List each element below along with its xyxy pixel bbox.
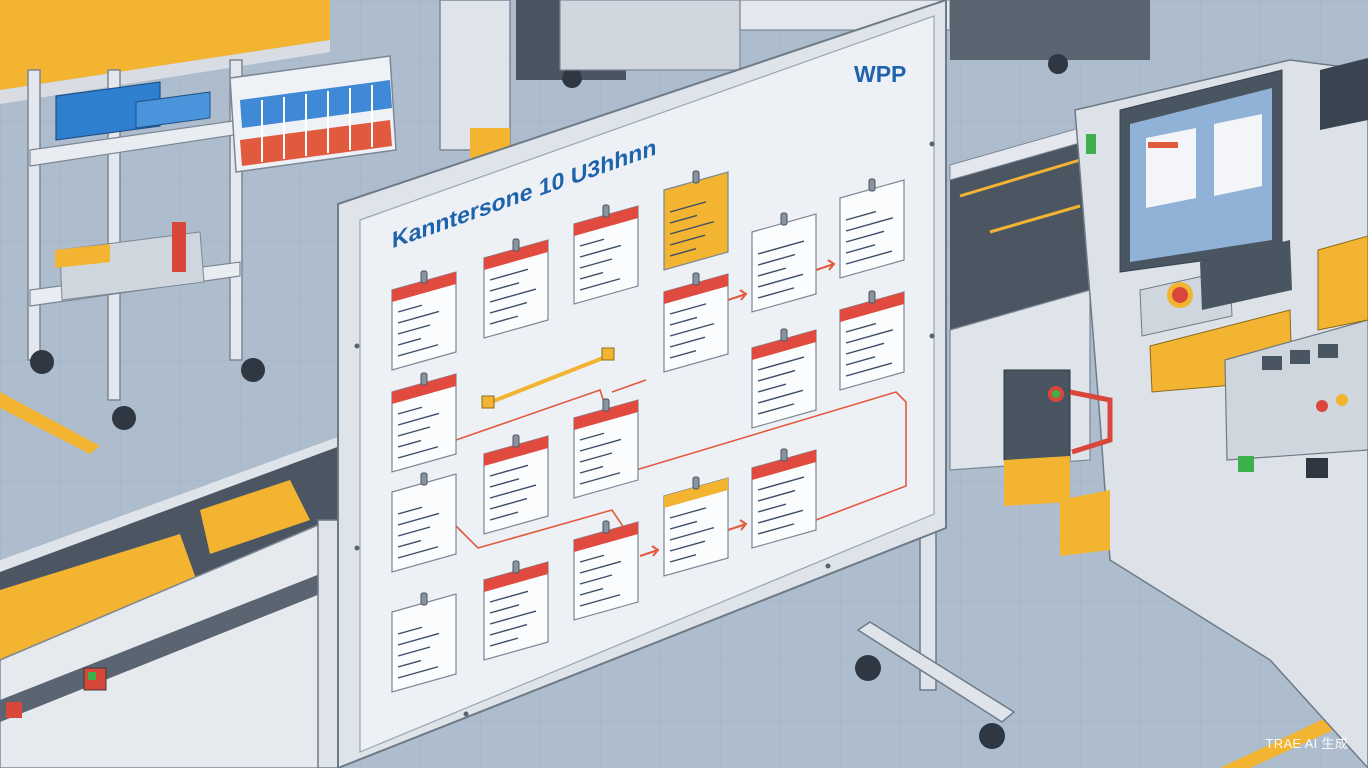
flow-connector — [455, 388, 605, 441]
kanban-card — [391, 372, 457, 473]
watermark-text: TRAE AI 生成 — [1265, 736, 1348, 751]
kanban-card — [483, 238, 549, 339]
kanban-cards — [391, 170, 905, 693]
floor-stripe-left — [0, 392, 100, 454]
kanban-card — [483, 434, 549, 535]
kanban-whiteboard: Kanntersone 10 U3hhnn WPP — [317, 0, 1016, 768]
kanban-card — [573, 398, 639, 499]
kanban-card — [839, 290, 905, 391]
top-left-machinery — [0, 0, 1150, 430]
brand-logo: WPP — [854, 61, 906, 87]
kanban-card — [663, 476, 729, 577]
yellow-cable — [485, 354, 609, 406]
kanban-card — [663, 272, 729, 373]
flow-arrow — [639, 545, 660, 557]
kanban-card — [483, 560, 549, 661]
flow-connector — [455, 509, 633, 549]
kanban-card — [573, 204, 639, 305]
kanban-card — [751, 212, 817, 313]
board-surface — [359, 15, 935, 753]
kanban-card — [663, 170, 729, 271]
flow-arrow — [611, 379, 647, 393]
kanban-card — [573, 520, 639, 621]
bottom-left-conveyor — [0, 436, 340, 768]
kanban-card — [391, 270, 457, 371]
flow-connector — [635, 391, 907, 521]
flow-arrow — [727, 519, 748, 531]
kanban-card — [391, 592, 457, 693]
kanban-card — [839, 178, 905, 279]
kanban-card — [751, 448, 817, 549]
kanban-card — [391, 472, 457, 573]
flow-arrow — [727, 289, 748, 301]
right-machinery — [949, 58, 1368, 768]
flow-arrow — [815, 259, 836, 271]
kanban-card — [751, 328, 817, 429]
